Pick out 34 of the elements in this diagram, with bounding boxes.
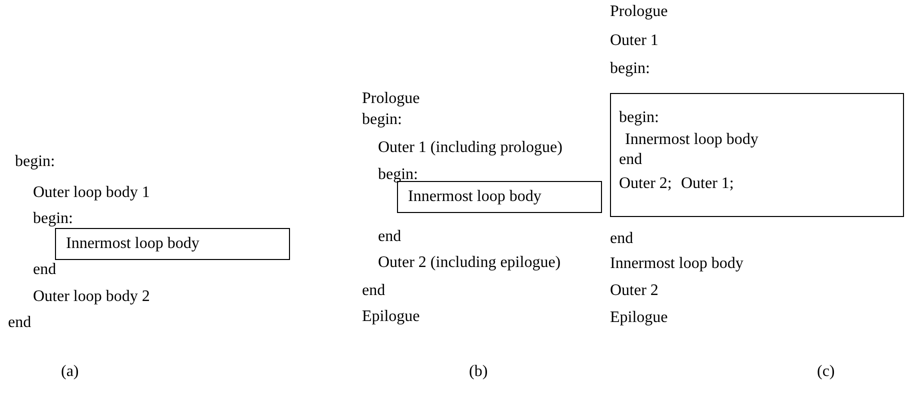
code-line: Outer 1;	[681, 174, 734, 194]
code-line: Innermost loop body	[610, 254, 744, 274]
panel-caption: (b)	[469, 362, 488, 382]
code-line: begin:	[378, 165, 418, 185]
code-line: Outer 2;	[619, 174, 672, 194]
code-line: Outer 2 (including epilogue)	[378, 253, 561, 273]
code-line: end	[33, 260, 56, 280]
code-line: end	[8, 313, 32, 333]
panel-caption: (a)	[61, 362, 79, 382]
code-box	[397, 181, 602, 213]
code-line: Outer 1 (including prologue)	[378, 138, 562, 158]
code-line: Outer loop body 1	[33, 183, 150, 203]
code-box	[610, 93, 904, 217]
code-line: Outer 1	[610, 31, 658, 51]
code-line: begin:	[33, 209, 73, 229]
panel-caption: (c)	[817, 362, 835, 382]
code-line: begin:	[362, 110, 402, 130]
code-line: Outer loop body 2	[33, 287, 150, 307]
code-line: Outer 2	[610, 281, 658, 301]
code-line: end	[362, 281, 386, 301]
code-line: end	[619, 150, 642, 170]
code-line: Prologue	[610, 2, 668, 22]
code-line: Epilogue	[610, 308, 668, 328]
code-line: begin:	[610, 59, 650, 79]
code-line: end	[378, 227, 402, 247]
code-line: Prologue	[362, 89, 420, 109]
code-line: end	[610, 229, 634, 249]
code-line: Innermost loop body	[625, 130, 758, 150]
code-box	[55, 228, 290, 260]
code-line: Innermost loop body	[66, 234, 200, 254]
code-line: Epilogue	[362, 307, 420, 327]
code-line: Innermost loop body	[408, 187, 542, 207]
code-line: begin:	[619, 108, 659, 128]
code-line: begin:	[15, 152, 55, 172]
